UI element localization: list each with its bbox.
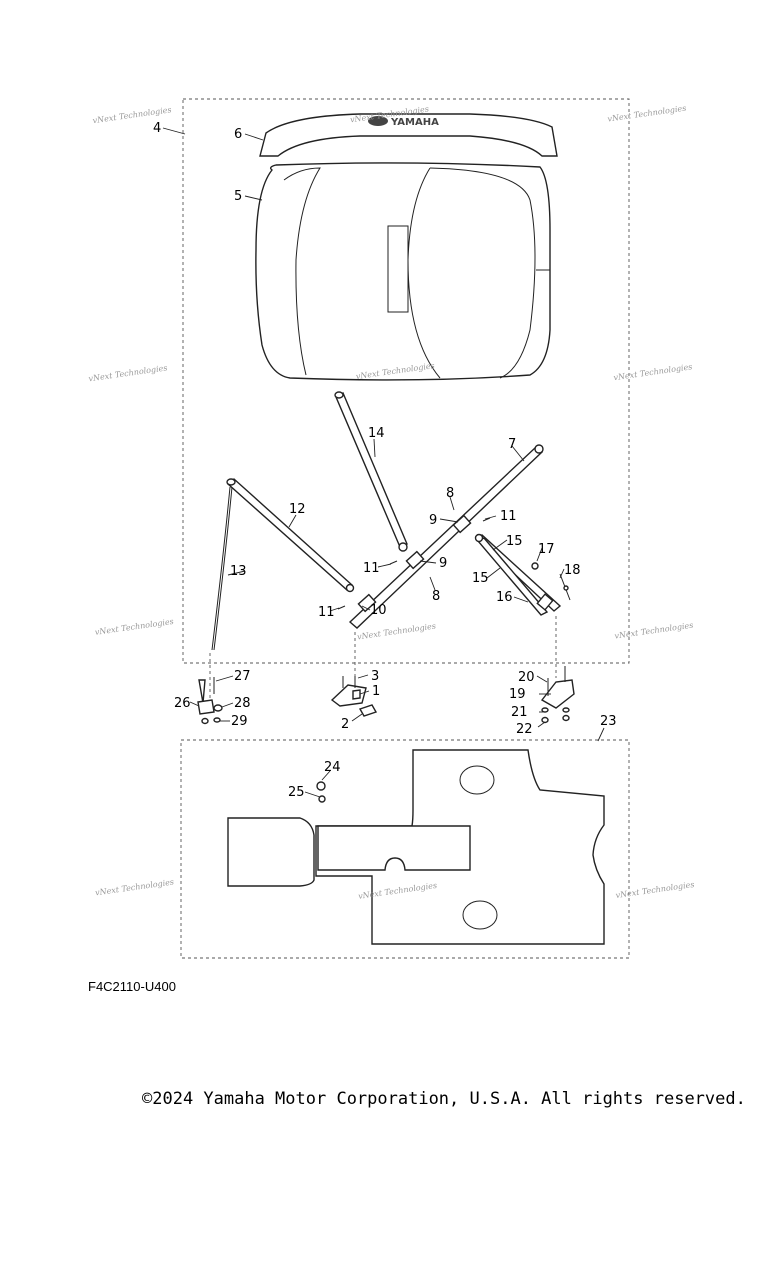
callout-7: 7 bbox=[508, 437, 516, 452]
callout-29: 29 bbox=[231, 714, 248, 729]
part-9-fitting-lower bbox=[405, 550, 425, 570]
callout-12: 12 bbox=[289, 502, 306, 517]
callout-17: 17 bbox=[538, 542, 555, 557]
callout-24: 24 bbox=[324, 760, 341, 775]
callout-27: 27 bbox=[234, 669, 251, 684]
callout-18: 18 bbox=[564, 563, 581, 578]
callout-16: 16 bbox=[496, 590, 513, 605]
callout-19: 19 bbox=[509, 687, 526, 702]
callout-8-upper: 8 bbox=[446, 486, 454, 501]
part-10-fitting bbox=[357, 593, 377, 613]
center-hardware bbox=[330, 676, 378, 717]
callout-11-center: 11 bbox=[363, 561, 380, 576]
part-13-strap bbox=[211, 486, 233, 651]
callout-3: 3 bbox=[371, 669, 379, 684]
part-6-trim: YAMAHA bbox=[259, 113, 558, 157]
callout-1: 1 bbox=[372, 684, 380, 699]
right-hardware bbox=[540, 666, 575, 724]
watermark: vNext Technologies bbox=[613, 362, 693, 382]
watermark: vNext Technologies bbox=[95, 877, 175, 897]
callout-6: 6 bbox=[234, 127, 242, 142]
callout-13: 13 bbox=[230, 564, 247, 579]
part-7-main-bar bbox=[348, 444, 544, 629]
lower-group-boundary bbox=[180, 739, 630, 959]
callout-5: 5 bbox=[234, 189, 242, 204]
callout-20: 20 bbox=[518, 670, 535, 685]
callout-22: 22 bbox=[516, 722, 533, 737]
part-5-cover bbox=[255, 162, 551, 381]
callout-15-upper: 15 bbox=[506, 534, 523, 549]
diagram-reference-code: F4C2110-U400 bbox=[88, 979, 176, 994]
part-14-pole bbox=[334, 391, 408, 552]
part-23-mat bbox=[227, 749, 605, 945]
callout-14: 14 bbox=[368, 426, 385, 441]
watermark: vNext Technologies bbox=[614, 621, 694, 641]
callout-9-lower: 9 bbox=[439, 556, 447, 571]
upper-group-boundary bbox=[182, 98, 630, 664]
callout-2: 2 bbox=[341, 717, 349, 732]
svg-text:YAMAHA: YAMAHA bbox=[390, 117, 439, 128]
callout-26: 26 bbox=[174, 696, 191, 711]
watermark: vNext Technologies bbox=[88, 363, 168, 383]
part-17-18-hardware bbox=[531, 562, 571, 601]
callout-8-lower: 8 bbox=[432, 589, 440, 604]
callout-labels: 1 2 3 4 5 6 7 8 8 9 9 10 11 11 11 12 13 … bbox=[153, 121, 617, 800]
watermark: vNext Technologies bbox=[357, 621, 437, 641]
callout-21: 21 bbox=[511, 705, 528, 720]
copyright-notice: ©2024 Yamaha Motor Corporation, U.S.A. A… bbox=[142, 1089, 746, 1109]
watermark: vNext Technologies bbox=[607, 104, 687, 124]
part-15-arms bbox=[474, 533, 562, 616]
part-12-pole bbox=[226, 478, 355, 593]
leader-lines bbox=[162, 127, 605, 798]
callout-28: 28 bbox=[234, 696, 251, 711]
watermark: vNext Technologies bbox=[615, 880, 695, 900]
callout-10: 10 bbox=[370, 603, 387, 618]
callout-25: 25 bbox=[288, 785, 305, 800]
part-11-screws bbox=[337, 517, 491, 610]
callout-23: 23 bbox=[600, 714, 617, 729]
callout-11-left: 11 bbox=[318, 605, 335, 620]
callout-9-upper: 9 bbox=[429, 513, 437, 528]
yamaha-logo: YAMAHA bbox=[368, 116, 439, 128]
callout-11-right: 11 bbox=[500, 509, 517, 524]
part-9-fitting-upper bbox=[452, 514, 472, 534]
callout-4: 4 bbox=[153, 121, 161, 136]
left-hardware bbox=[197, 677, 223, 725]
watermark: vNext Technologies bbox=[94, 617, 174, 637]
callout-15-lower: 15 bbox=[472, 571, 489, 586]
